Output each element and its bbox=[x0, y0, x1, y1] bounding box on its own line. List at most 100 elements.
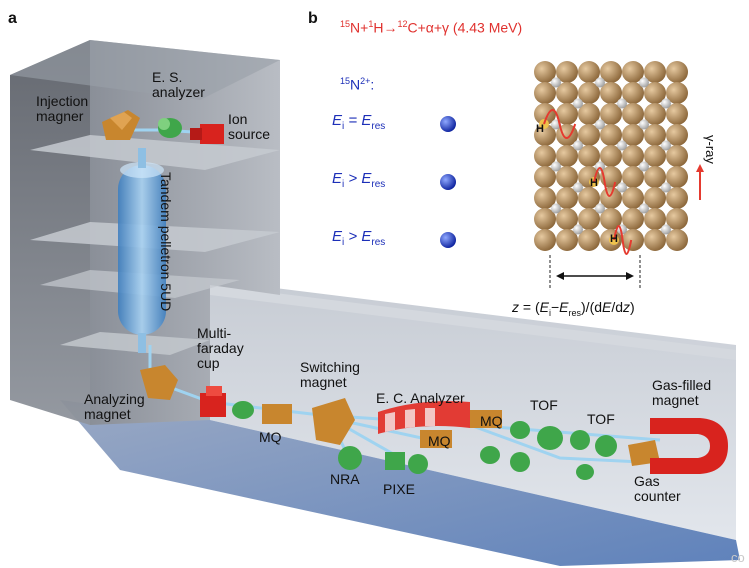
hydrogen-atom bbox=[573, 224, 583, 235]
hydrogen-atom bbox=[595, 77, 605, 88]
atom bbox=[666, 61, 688, 83]
atom bbox=[578, 103, 600, 125]
atom bbox=[556, 187, 578, 209]
atom bbox=[644, 145, 666, 167]
ion-source-shape bbox=[190, 124, 224, 144]
atom bbox=[666, 208, 688, 230]
floor-slab-1 bbox=[30, 135, 280, 170]
atom bbox=[578, 61, 600, 83]
gamma-ray-label: γ-ray bbox=[703, 135, 718, 164]
atom bbox=[534, 103, 556, 125]
panel-b-letter: b bbox=[308, 10, 318, 27]
atom bbox=[622, 124, 644, 146]
atom bbox=[622, 82, 644, 104]
ion-ball-1 bbox=[440, 116, 456, 132]
reaction-equation: 15N+1H→12C+α+γ (4.43 MeV) bbox=[340, 19, 523, 36]
atom bbox=[666, 103, 688, 125]
atom bbox=[600, 208, 622, 230]
switching-magnet-shape bbox=[312, 398, 355, 445]
hydrogen-atom bbox=[595, 161, 605, 172]
gas-filled-magnet-shape bbox=[650, 418, 728, 474]
gamma-spiral-2 bbox=[593, 167, 617, 197]
hydrogen-atom bbox=[617, 182, 627, 193]
atom bbox=[622, 187, 644, 209]
hydrogen-atom bbox=[617, 98, 627, 109]
depth-arrow bbox=[549, 255, 641, 288]
depth-formula: z = (Ei−Eres)/(dE/dz) bbox=[512, 299, 635, 318]
mq-label-3: MQ bbox=[428, 433, 451, 449]
hydrogen-atom bbox=[595, 203, 605, 214]
atom bbox=[622, 145, 644, 167]
injection-magnet-shape bbox=[102, 110, 140, 140]
mq-label-2: MQ bbox=[480, 413, 503, 429]
nra-chamber-shape bbox=[338, 446, 362, 470]
atom bbox=[556, 208, 578, 230]
atom bbox=[666, 124, 688, 146]
atom bbox=[578, 124, 600, 146]
atom bbox=[534, 61, 556, 83]
atom bbox=[622, 208, 644, 230]
atom bbox=[666, 187, 688, 209]
atom bbox=[622, 229, 644, 251]
atom bbox=[644, 124, 666, 146]
atom bbox=[534, 124, 556, 146]
watermark: co bbox=[731, 550, 745, 565]
atom bbox=[666, 229, 688, 251]
hydrogen-atom bbox=[639, 203, 649, 214]
mq-3-shape bbox=[420, 430, 452, 448]
nra-label: NRA bbox=[330, 471, 360, 487]
h-marker-2: H bbox=[590, 177, 598, 189]
atom bbox=[578, 208, 600, 230]
atom bbox=[600, 187, 622, 209]
hydrogen-atom bbox=[661, 98, 671, 109]
hydrogen-atom bbox=[573, 182, 583, 193]
target-lattice bbox=[534, 61, 688, 251]
es-analyzer-shape bbox=[158, 118, 182, 138]
atom bbox=[644, 82, 666, 104]
gamma-spiral-1 bbox=[543, 109, 577, 139]
gamma-arrow bbox=[696, 164, 704, 200]
atom bbox=[556, 145, 578, 167]
atom bbox=[644, 229, 666, 251]
mq-2-shape bbox=[470, 410, 502, 428]
atom bbox=[622, 103, 644, 125]
atom bbox=[644, 61, 666, 83]
tower-side bbox=[10, 40, 90, 425]
atom bbox=[600, 145, 622, 167]
panel-a-letter: a bbox=[8, 10, 17, 27]
hydrogen-atom bbox=[639, 119, 649, 130]
hydrogen-atom bbox=[639, 161, 649, 172]
h-marker-3: H bbox=[610, 233, 618, 245]
tof-label-2: TOF bbox=[587, 411, 615, 427]
condition-3: Ei > Eres bbox=[332, 228, 386, 248]
hydrogen-atom bbox=[573, 140, 583, 151]
tof-label-1: TOF bbox=[530, 397, 558, 413]
hall-front-edge bbox=[210, 285, 736, 360]
atom bbox=[534, 208, 556, 230]
mq-label-1: MQ bbox=[259, 429, 282, 445]
atom bbox=[534, 82, 556, 104]
atom bbox=[578, 187, 600, 209]
hydrogen-atom bbox=[661, 224, 671, 235]
analyzing-magnet-shape bbox=[140, 365, 178, 400]
atom bbox=[600, 124, 622, 146]
atom bbox=[534, 187, 556, 209]
hydrogen-atom bbox=[573, 98, 583, 109]
atom bbox=[534, 145, 556, 167]
hydrogen-atom bbox=[551, 161, 561, 172]
atom bbox=[666, 82, 688, 104]
ion-ball-2 bbox=[440, 174, 456, 190]
floor-slab-4 bbox=[60, 332, 210, 355]
hydrogen-atom bbox=[617, 140, 627, 151]
mq-1-shape bbox=[262, 404, 292, 424]
atom bbox=[578, 82, 600, 104]
es-analyzer-label: E. S.analyzer bbox=[152, 69, 205, 100]
atom bbox=[644, 103, 666, 125]
atom bbox=[600, 82, 622, 104]
